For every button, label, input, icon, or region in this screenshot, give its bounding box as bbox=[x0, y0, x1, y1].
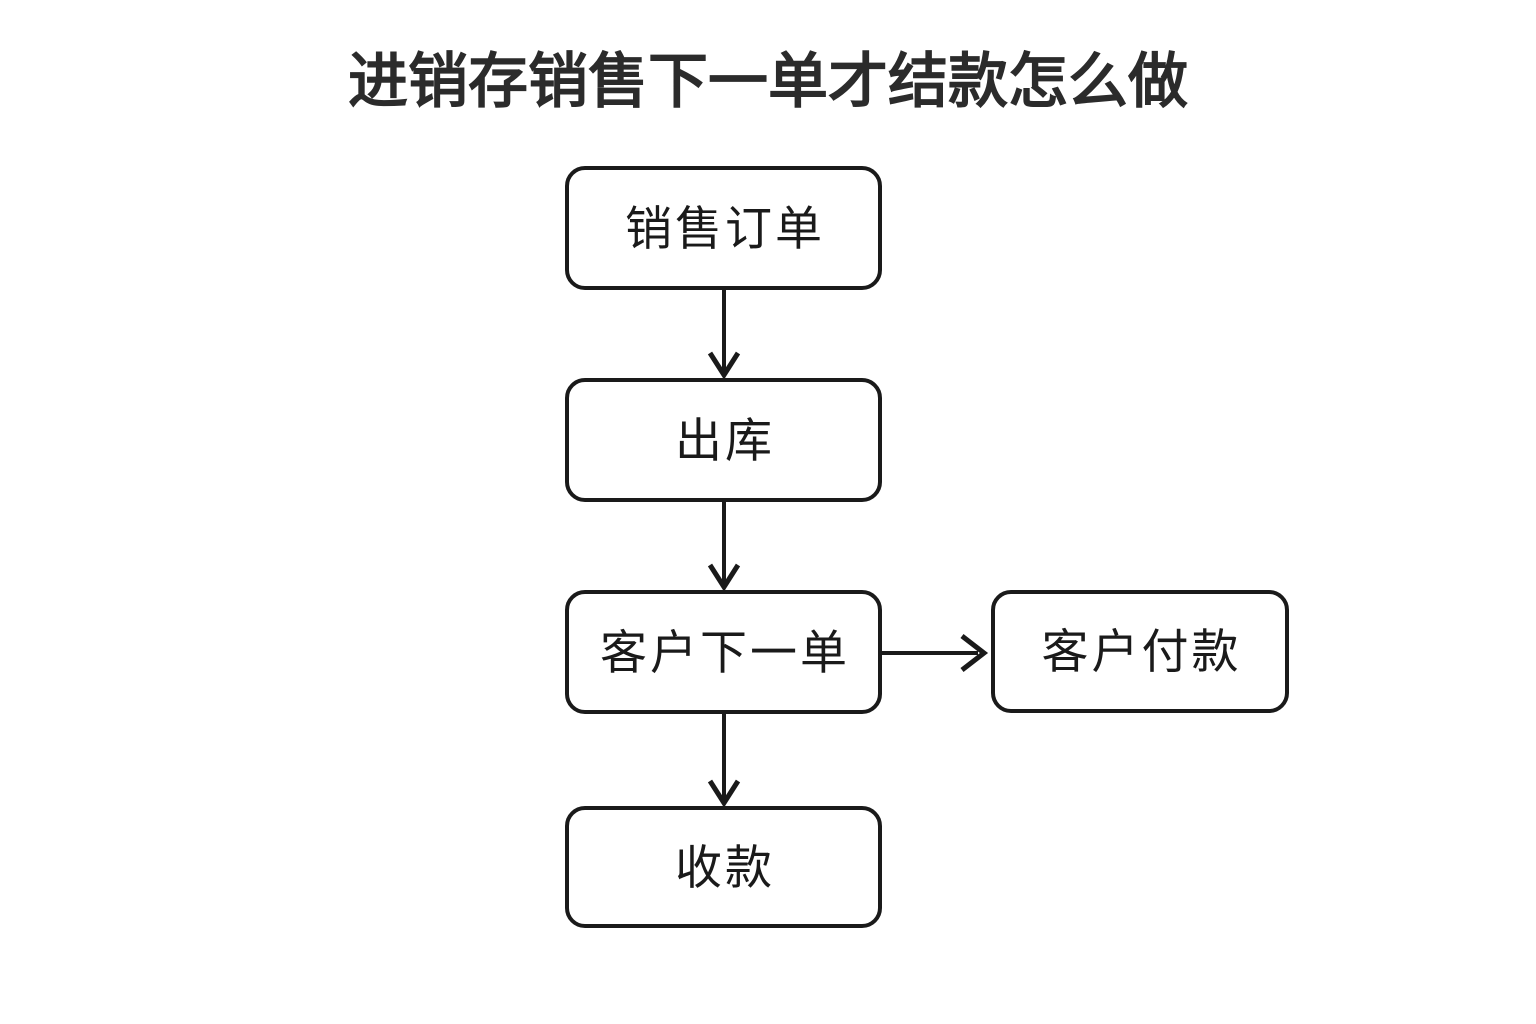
edge-outbound-to-customer-next bbox=[707, 502, 741, 592]
edge-customer-next-to-receive bbox=[707, 714, 741, 808]
edge-customer-next-to-customer-pay bbox=[882, 634, 989, 672]
page-title: 进销存销售下一单才结款怎么做 bbox=[348, 48, 1188, 115]
flow-node-receive-payment[interactable]: 收款 bbox=[565, 806, 882, 928]
flow-node-customer-next-order[interactable]: 客户下一单 bbox=[565, 590, 882, 714]
edge-sales-order-to-outbound bbox=[707, 290, 741, 380]
flow-node-sales-order[interactable]: 销售订单 bbox=[565, 166, 882, 290]
flow-node-customer-payment[interactable]: 客户付款 bbox=[991, 590, 1289, 713]
flow-node-outbound[interactable]: 出库 bbox=[565, 378, 882, 502]
